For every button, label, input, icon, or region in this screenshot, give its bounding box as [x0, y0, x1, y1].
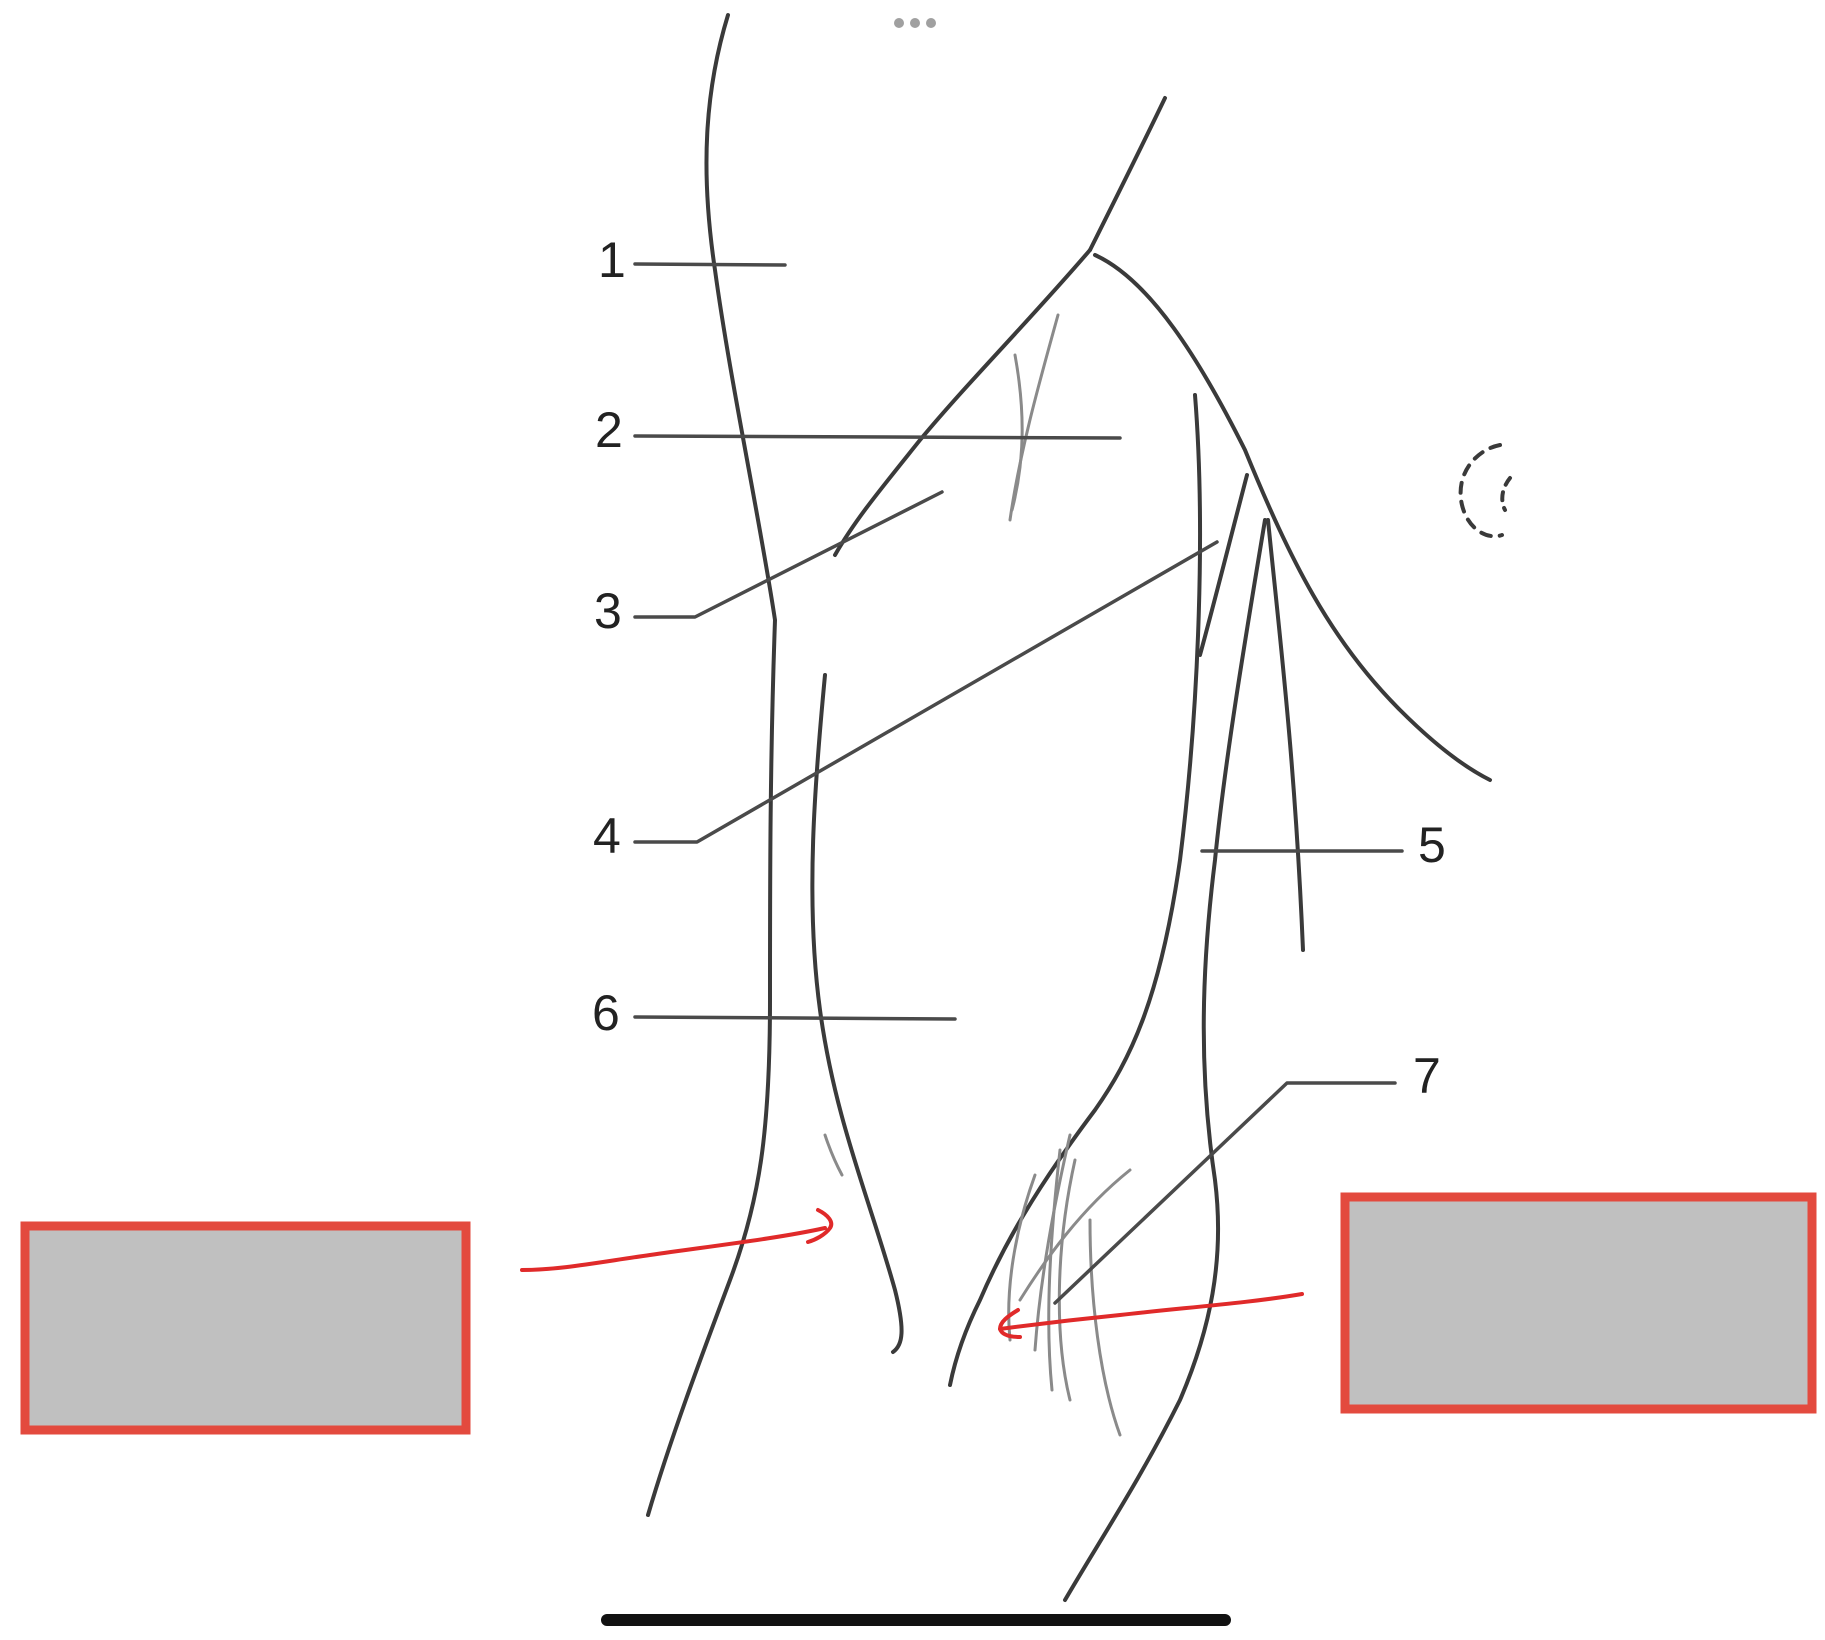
- leader-1: [633, 262, 787, 267]
- red-arrow-right-head: [998, 1308, 1022, 1339]
- red-arrow-right-shaft: [998, 1292, 1304, 1331]
- answer-box-left[interactable]: [20, 1221, 471, 1435]
- faint-line-i: [1018, 1168, 1132, 1302]
- label-4: 4: [593, 808, 621, 864]
- left-contour-line: [646, 13, 777, 1517]
- label-7: 7: [1413, 1048, 1441, 1104]
- shoulder-line-diagonal: [833, 248, 1092, 557]
- label-6: 6: [592, 985, 620, 1041]
- faint-line-f: [1057, 1158, 1077, 1402]
- far-right-lower-contour: [1063, 518, 1267, 1602]
- faint-line-h: [1088, 1218, 1122, 1437]
- label-2: 2: [595, 402, 623, 458]
- answer-box-right-rect[interactable]: [1340, 1192, 1817, 1414]
- faint-line-b: [1010, 353, 1024, 512]
- right-center-contour: [948, 393, 1202, 1387]
- inner-tendon-line: [1198, 473, 1249, 657]
- answer-box-left-rect[interactable]: [20, 1221, 471, 1435]
- dashed-circle-inner: [1500, 476, 1512, 512]
- answer-box-right[interactable]: [1340, 1192, 1817, 1414]
- right-outer-curve: [1093, 253, 1492, 782]
- faint-line-c: [823, 1133, 844, 1177]
- number-labels: 1 2 3 4 5 6 7: [592, 232, 1446, 1104]
- faint-line-g: [1007, 1173, 1037, 1342]
- red-arrow-left: [520, 1208, 834, 1272]
- red-arrow-left-shaft: [520, 1226, 827, 1272]
- dashed-circle-path: [1458, 443, 1504, 539]
- more-dots-icon[interactable]: [894, 18, 936, 28]
- leader-4: [633, 540, 1219, 844]
- tendon-thin-line: [1266, 518, 1305, 952]
- red-arrow-right: [998, 1292, 1304, 1339]
- label-1: 1: [598, 232, 626, 288]
- leader-7: [1053, 1081, 1397, 1305]
- leader-2: [633, 434, 1122, 440]
- red-arrow-left-head: [806, 1208, 834, 1244]
- faint-sketch-lines: [823, 313, 1132, 1437]
- label-3: 3: [594, 583, 622, 639]
- leader-3: [633, 490, 944, 619]
- faint-line-e: [1047, 1148, 1062, 1392]
- label-5: 5: [1418, 817, 1446, 873]
- home-indicator-bar[interactable]: [601, 1614, 1231, 1626]
- dashed-circle-mark: [1458, 443, 1512, 539]
- shoulder-line-upper: [1088, 96, 1167, 252]
- leader-6: [633, 1015, 957, 1021]
- lower-inner-contour: [810, 673, 904, 1354]
- leader-lines: [633, 262, 1404, 1305]
